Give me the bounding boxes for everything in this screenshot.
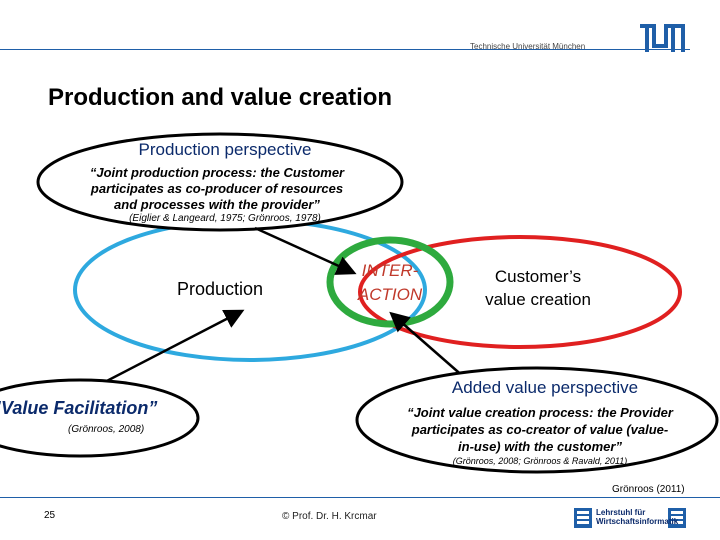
slide-title: Production and value creation [48, 84, 393, 111]
pp-quote-line: participates as co-producer of resources [90, 181, 344, 196]
customer-line: value creation [485, 290, 591, 309]
chair-line: Wirtschaftsinformatik [596, 517, 679, 526]
av-quote-line: participates as co-creator of value (val… [411, 422, 669, 437]
chair-name: Lehrstuhl für Wirtschaftsinformatik [596, 508, 678, 526]
production-perspective-title: Production perspective [138, 140, 312, 159]
customer-line: Customer’s [494, 267, 582, 286]
added-value-perspective-quote: “Joint value creation process: the Provi… [385, 404, 695, 455]
customer-value-creation-label: Customer’s value creation [458, 265, 618, 311]
av-quote-line: “Joint value creation process: the Provi… [407, 405, 673, 420]
av-quote-line: in-use) with the customer” [458, 439, 622, 454]
added-value-perspective-title: Added value perspective [451, 378, 639, 397]
footer-divider [0, 497, 720, 498]
header-divider [0, 49, 690, 50]
value-facilitation-citation: (Grönroos, 2008) [68, 424, 145, 435]
copyright: © Prof. Dr. H. Krcmar [282, 511, 377, 522]
tum-logo [640, 24, 685, 52]
arrow-to-interaction-lower [389, 311, 466, 379]
value-facilitation-label: ”Value Facilitation” [0, 398, 158, 418]
interaction-line: ACTION [357, 285, 423, 304]
production-label: Production [176, 279, 264, 299]
page-number: 25 [44, 510, 56, 521]
production-perspective-quote: “Joint production process: the Customer … [72, 165, 362, 213]
customer-circle [358, 235, 682, 349]
value-facilitation-ellipse [0, 378, 200, 458]
production-perspective-citation: (Eiglier & Langeard, 1975; Grönroos, 197… [129, 213, 321, 224]
source-note: Grönroos (2011) [612, 484, 685, 495]
interaction-line: INTER- [361, 261, 419, 280]
pp-quote-line: and processes with the provider” [114, 197, 320, 212]
pp-quote-line: “Joint production process: the Customer [89, 165, 345, 180]
added-value-perspective-ellipse [355, 366, 719, 474]
added-value-perspective-citation: (Grönroos, 2008; Grönroos & Ravald, 2011… [452, 456, 628, 466]
arrow-to-interaction [254, 226, 357, 275]
interaction-label: INTER- ACTION [335, 259, 445, 307]
chair-logo-icon [574, 508, 686, 528]
chair-line: Lehrstuhl für [596, 508, 646, 517]
university-name: Technische Universität München [470, 42, 586, 51]
production-perspective-ellipse [36, 132, 404, 232]
